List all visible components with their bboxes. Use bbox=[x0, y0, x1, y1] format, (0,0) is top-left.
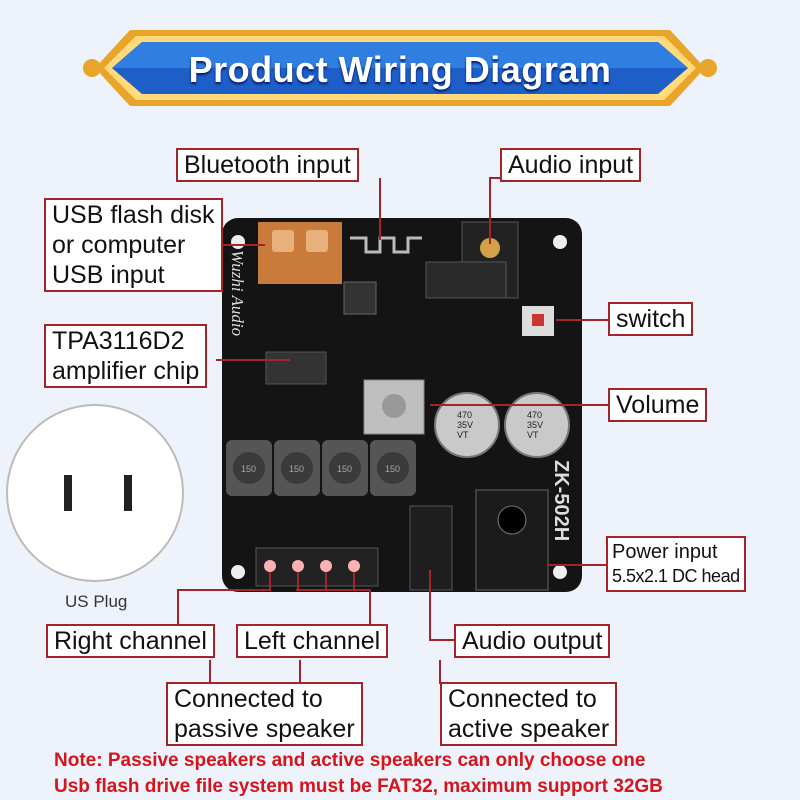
active-speaker-line-1: Connected to bbox=[448, 685, 597, 713]
svg-text:ZK-502H: ZK-502H bbox=[550, 460, 572, 541]
svg-text:35V: 35V bbox=[527, 420, 543, 430]
amp-chip-line-2: amplifier chip bbox=[52, 357, 200, 385]
svg-text:150: 150 bbox=[289, 464, 304, 474]
active-speaker-line-2: active speaker bbox=[448, 715, 610, 743]
svg-text:VT: VT bbox=[527, 430, 539, 440]
usb-input-line-1: USB flash disk bbox=[52, 201, 215, 229]
svg-text:150: 150 bbox=[241, 464, 256, 474]
usb-input-line-3: USB input bbox=[52, 261, 165, 289]
audio-input-label: Audio input bbox=[500, 148, 642, 182]
passive-speaker-line-1: Connected to bbox=[174, 685, 323, 713]
capacitor-icon bbox=[504, 392, 570, 458]
svg-text:VT: VT bbox=[457, 430, 469, 440]
usb-input-label: USB flash disk or computer USB input bbox=[44, 198, 223, 292]
svg-text:150: 150 bbox=[385, 464, 400, 474]
amp-chip-line-1: TPA3116D2 bbox=[52, 327, 185, 355]
svg-text:Wuzhi Audio: Wuzhi Audio bbox=[228, 250, 247, 336]
power-input-line-2: 5.5x2.1 DC head bbox=[612, 566, 740, 586]
left-channel-label: Left channel bbox=[236, 624, 389, 658]
active-speaker-label: Connected to active speaker bbox=[440, 682, 618, 746]
amplifier-board: Wuzhi Audio ZK-502H 470 35V VT 470 35V V… bbox=[222, 218, 582, 592]
note-line-1: Note: Passive speakers and active speake… bbox=[54, 750, 646, 771]
svg-text:470: 470 bbox=[457, 410, 472, 420]
amplifier-chip-label: TPA3116D2 amplifier chip bbox=[44, 324, 208, 388]
usb-input-line-2: or computer bbox=[52, 231, 186, 259]
power-input-label: Power input 5.5x2.1 DC head bbox=[606, 536, 746, 592]
note-line-2: Usb flash drive file system must be FAT3… bbox=[54, 776, 663, 797]
capacitor-icon bbox=[434, 392, 500, 458]
passive-speaker-label: Connected to passive speaker bbox=[166, 682, 363, 746]
passive-speaker-line-2: passive speaker bbox=[174, 715, 355, 743]
svg-text:35V: 35V bbox=[457, 420, 473, 430]
us-plug-icon bbox=[6, 404, 184, 582]
title-banner bbox=[83, 30, 717, 106]
usb-port-icon bbox=[258, 222, 342, 284]
volume-label: Volume bbox=[608, 388, 708, 422]
bluetooth-input-label: Bluetooth input bbox=[176, 148, 359, 182]
switch-label: switch bbox=[608, 302, 694, 336]
right-channel-label: Right channel bbox=[46, 624, 215, 658]
page-title: Product Wiring Diagram bbox=[188, 49, 612, 90]
svg-text:470: 470 bbox=[527, 410, 542, 420]
audio-output-label: Audio output bbox=[454, 624, 611, 658]
svg-text:150: 150 bbox=[337, 464, 352, 474]
power-input-line-1: Power input bbox=[612, 541, 718, 563]
us-plug-label: US Plug bbox=[65, 592, 128, 611]
